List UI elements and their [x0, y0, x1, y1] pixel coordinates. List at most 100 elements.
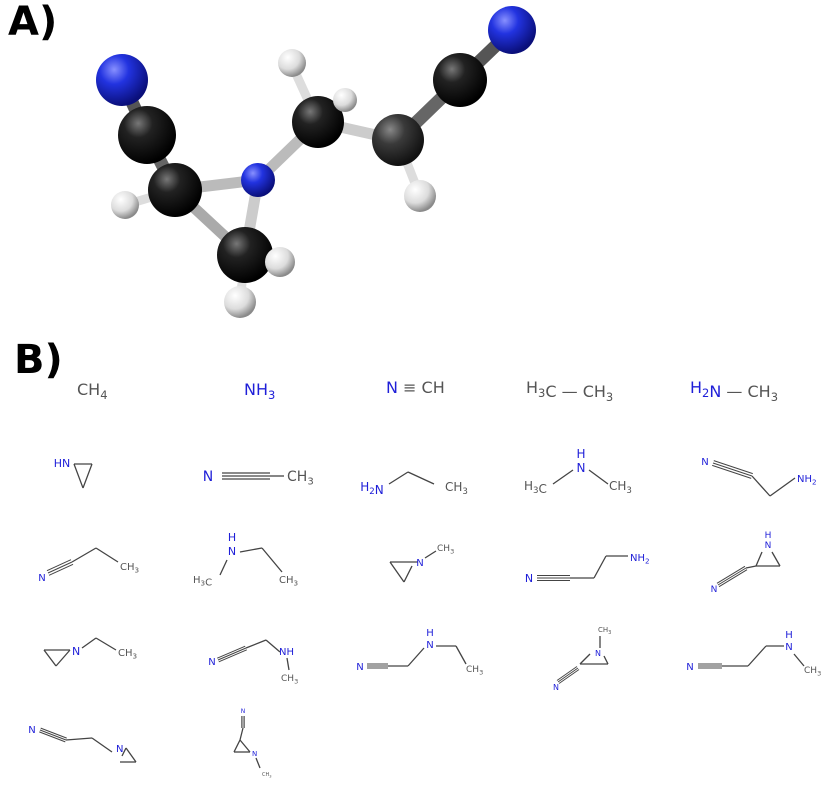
bond: [388, 471, 409, 485]
atom-label: N: [426, 640, 433, 651]
atom-label: N: [525, 572, 533, 585]
formula-methylamine: H2N — CH3: [690, 378, 778, 404]
bond: [39, 731, 66, 743]
bond: [81, 637, 97, 649]
formula-methane: CH4: [77, 380, 108, 402]
molecule-aminoacetonitrile: N NH2: [701, 457, 817, 497]
atom-label: CH3: [287, 469, 314, 488]
atom-label: N: [765, 541, 772, 551]
atom-n-nitrile-2: [488, 6, 536, 54]
atom-label: H: [785, 630, 793, 641]
bond: [71, 547, 97, 563]
bond: [557, 667, 579, 683]
atom-c: [292, 96, 344, 148]
atom-label: H2N: [360, 480, 384, 497]
atom-label: N: [203, 469, 213, 485]
atom-label: N: [228, 545, 236, 558]
atom-label: NH2: [630, 553, 650, 566]
bond: [579, 653, 591, 665]
bond: [751, 475, 771, 497]
bond: [407, 647, 425, 667]
bond: [403, 565, 413, 583]
atom-label: CH3: [804, 666, 821, 677]
atom-label: CH3: [262, 772, 272, 778]
atom-label: CH3: [466, 665, 483, 676]
bond: [771, 551, 781, 567]
atom-label: N: [116, 744, 123, 755]
atom-label: NH2: [797, 474, 817, 487]
bond: [286, 657, 290, 671]
bond: [389, 561, 405, 583]
atom-h: [404, 180, 436, 212]
atom-label: CH3: [281, 674, 298, 685]
bond: [558, 669, 580, 684]
formula-ammonia: NH3: [244, 380, 275, 402]
atom-label: N: [785, 642, 792, 653]
atom-label: CH3: [598, 626, 611, 636]
bond: [55, 649, 71, 667]
bond: [755, 551, 763, 567]
molecule-methane: CH4: [77, 380, 108, 402]
atom-label: N: [252, 750, 257, 758]
atom-h: [278, 49, 306, 77]
atom-label: N: [595, 649, 601, 658]
atom-c: [148, 163, 202, 217]
bond: [793, 653, 805, 667]
bond: [46, 559, 72, 572]
ball-and-stick-model: [96, 6, 536, 318]
atom-h: [224, 286, 256, 318]
atom-label: N: [28, 725, 35, 736]
molecule-acetonitrile: N CH3: [203, 469, 314, 488]
bond: [82, 463, 93, 489]
bond: [95, 637, 117, 651]
atom-label: CH3: [120, 562, 139, 575]
atom-label: H: [228, 531, 236, 544]
bond: [261, 547, 283, 573]
molecule-n-ethylaziridine: N CH3: [43, 637, 137, 667]
bond: [455, 645, 467, 665]
molecule-ethane: H3C — CH3: [526, 378, 613, 404]
atom-label: CH3: [437, 544, 454, 555]
atom-h: [111, 191, 139, 219]
bond: [47, 561, 73, 574]
atom-h: [265, 247, 295, 277]
bond: [239, 739, 251, 753]
atom-c: [433, 53, 487, 107]
atom-c: [118, 106, 176, 164]
bond: [217, 647, 247, 661]
bond: [219, 559, 228, 576]
bond: [712, 464, 752, 479]
atom-c: [217, 227, 273, 283]
bond: [65, 737, 93, 741]
bond: [407, 471, 435, 485]
bond: [713, 460, 753, 475]
atom-h: [333, 88, 357, 112]
atom-label: H: [576, 447, 585, 461]
atom-n-nitrile-1: [96, 54, 148, 106]
atom-n-ring: [241, 163, 275, 197]
bond: [745, 565, 757, 569]
atom-label: CH3: [118, 648, 137, 661]
bond: [769, 477, 796, 497]
bond: [717, 567, 747, 586]
molecule-ethylamine: H2N CH3: [360, 471, 468, 497]
bond: [265, 639, 281, 653]
bond: [716, 565, 746, 584]
atom-label: HN: [54, 457, 71, 470]
atom-label: CH3: [445, 480, 468, 497]
formula-ethane: H3C — CH3: [526, 378, 613, 404]
molecule-aziridine-carbonitrile: HNN: [711, 531, 781, 595]
atom-label: N: [553, 683, 559, 692]
atom-label: N: [701, 457, 708, 468]
bond: [552, 469, 574, 485]
bond: [40, 727, 67, 739]
atom-label: H: [765, 531, 772, 541]
atom-label: N: [72, 645, 80, 658]
